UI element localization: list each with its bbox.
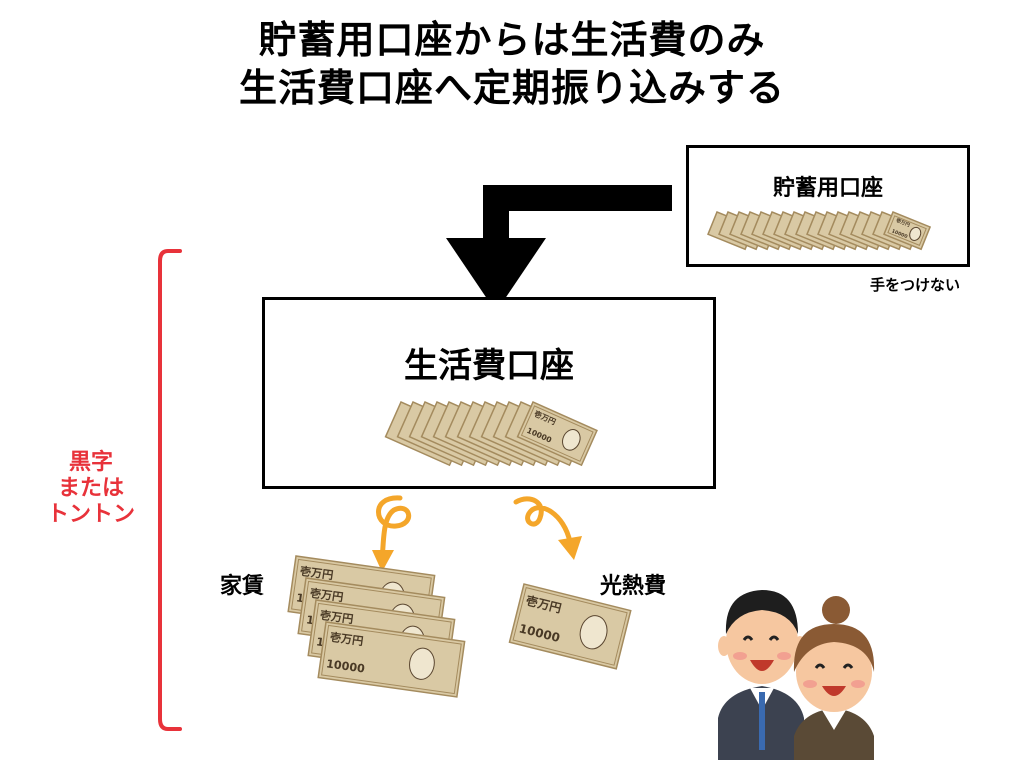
savings-account-label: 貯蓄用口座 — [772, 176, 883, 201]
rent-label: 家賃 — [220, 574, 265, 599]
red-bracket — [158, 249, 182, 731]
balance-text-line1: 黒字 — [68, 450, 113, 475]
svg-text:10000: 10000 — [325, 657, 366, 675]
balance-text-line3: トントン — [46, 502, 135, 527]
balance-text: 黒字 または トントン — [36, 450, 146, 528]
balance-text-line2: または — [57, 476, 124, 501]
utilities-label: 光熱費 — [600, 574, 667, 599]
banknote: 壱万円 10000 — [317, 621, 466, 698]
couple-illustration — [718, 590, 875, 760]
orange-arrow-left — [372, 495, 411, 572]
svg-text:壱万円: 壱万円 — [329, 630, 364, 649]
savings-note: 手をつけない — [870, 276, 961, 294]
page-title-line1: 貯蓄用口座からは生活費のみ — [258, 18, 766, 62]
orange-arrow-right — [513, 496, 582, 560]
rent-banknotes: 壱万円10000壱万円10000壱万円10000壱万円10000 — [287, 555, 466, 698]
page-title-line2: 生活費口座へ定期振り込みする — [238, 66, 785, 110]
svg-text:壱万円: 壱万円 — [895, 217, 911, 229]
living-account-label: 生活費口座 — [404, 346, 574, 386]
